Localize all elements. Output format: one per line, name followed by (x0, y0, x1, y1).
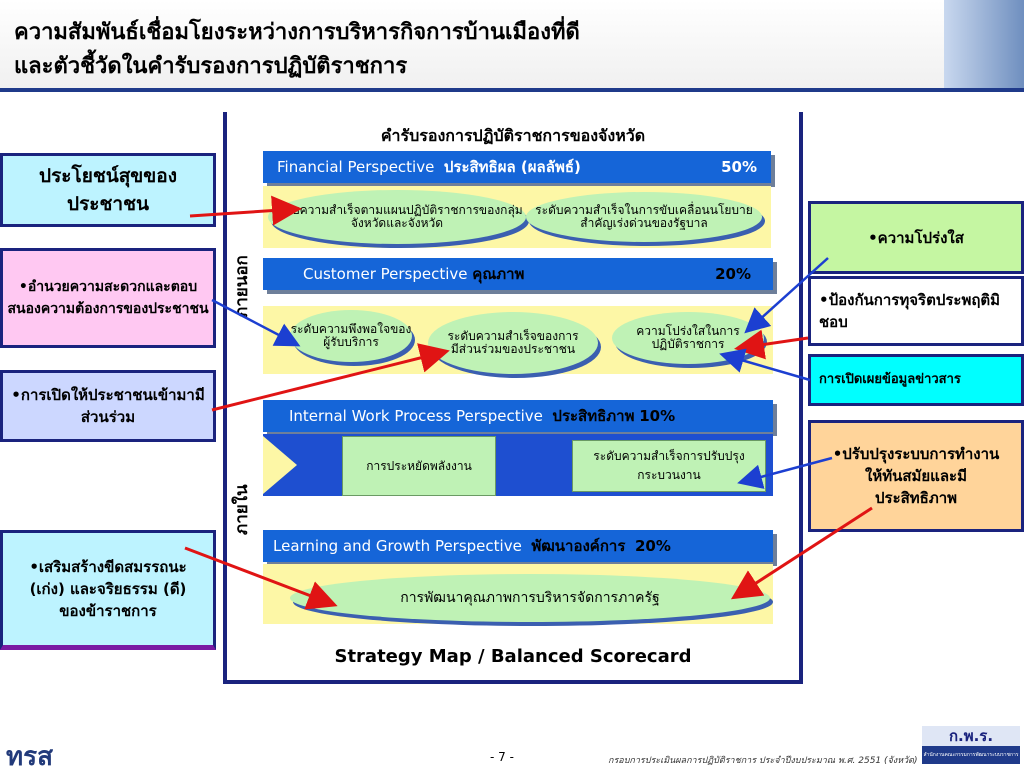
arrow-disclosure-to-cus3 (719, 348, 811, 382)
title-corner-decoration (944, 0, 1024, 88)
node-int1: การประหยัดพลังงาน (342, 436, 496, 496)
arrow-transparency-to-cus3 (744, 257, 829, 334)
customer-perspective-name: Customer Perspective (303, 265, 468, 283)
box-improve: •ปรับปรุงระบบการทำงานให้ทันสมัยและมีประส… (808, 420, 1024, 532)
box-anticorruption: •ป้องกันการทุจริตประพฤติมิชอบ (808, 276, 1024, 346)
internal-perspective-pct: 10% (639, 407, 676, 425)
learning-perspective-bar: Learning and Growth Perspective พัฒนาองค… (263, 530, 773, 562)
gpr-logo-subtext: สำนักงานคณะกรรมการพัฒนาระบบราชการ (923, 752, 1019, 758)
node-fin1: ระดับความสำเร็จตามแผนปฏิบัติราชการของกลุ… (268, 190, 526, 244)
arrow-improve-to-int2 (737, 456, 833, 489)
arrow-benefit-to-fin1 (189, 195, 302, 226)
title-line-1: ความสัมพันธ์เชื่อมโยงระหว่างการบริหารกิจ… (14, 20, 580, 45)
gpr-logo-text: ก.พ.ร. (922, 726, 1020, 746)
financial-perspective-thai: ประสิทธิผล (ผลลัพธ์) (443, 158, 581, 176)
footer-logo: ทรส (6, 742, 53, 772)
box-convenience: •อำนวยความสะดวกและตอบสนองความต้องการของป… (0, 248, 216, 348)
map-heading: คำรับรองการปฏิบัติราชการของจังหวัด (380, 126, 646, 145)
internal-perspective-bar: Internal Work Process Perspective ประสิท… (263, 400, 773, 432)
internal-perspective-name: Internal Work Process Perspective (289, 407, 543, 425)
internal-perspective-thai: ประสิทธิภาพ (552, 407, 635, 425)
learning-perspective-name: Learning and Growth Perspective (273, 537, 522, 555)
node-lrn1: การพัฒนาคุณภาพการบริหารจัดการภาครัฐ (290, 574, 770, 622)
title-bar: ความสัมพันธ์เชื่อมโยงระหว่างการบริหารกิจ… (0, 0, 1024, 88)
financial-perspective-bar: Financial Perspective ประสิทธิผล (ผลลัพธ… (263, 151, 771, 183)
customer-perspective-pct: 20% (715, 265, 751, 283)
box-transparency: •ความโปร่งใส (808, 201, 1024, 274)
customer-perspective-thai: คุณภาพ (472, 265, 525, 283)
box-participation: •การเปิดให้ประชาชนเข้ามามีส่วนร่วม (0, 370, 216, 442)
arrow-improve-to-lrn1 (730, 506, 873, 600)
internal-arrow-shape (263, 436, 297, 494)
box-disclosure: การเปิดเผยข้อมูลข่าวสาร (808, 354, 1024, 406)
node-int2: ระดับความสำเร็จการปรับปรุงกระบวนงาน (572, 440, 766, 492)
node-cus2: ระดับความสำเร็จของการมีส่วนร่วมของประชาช… (428, 312, 598, 374)
arrow-convenience-to-cus1 (211, 298, 301, 347)
learning-perspective-thai: พัฒนาองค์การ (531, 537, 626, 555)
box-benefit: ประโยชน์สุขของประชาชน (0, 153, 216, 227)
arrow-participation-to-cus2 (211, 343, 450, 412)
map-caption: Strategy Map / Balanced Scorecard (334, 646, 692, 667)
box-competency: •เสริมสร้างขีดสมรรถนะ (เก่ง) และจริยธรรม… (0, 530, 216, 650)
gpr-logo: ก.พ.ร. สำนักงานคณะกรรมการพัฒนาระบบราชการ (922, 726, 1020, 764)
node-cus1: ระดับความพึงพอใจของผู้รับบริการ (290, 310, 412, 362)
title-rule (0, 88, 1024, 92)
customer-perspective-bar: Customer Perspective คุณภาพ 20% (263, 258, 773, 290)
page-number: - 7 - (490, 750, 514, 764)
node-fin2: ระดับความสำเร็จในการขับเคลื่อนนโยบายสำคั… (526, 192, 762, 242)
footer-note: กรอบการประเมินผลการปฏิบัติราชการ ประจำปี… (608, 756, 918, 766)
financial-perspective-name: Financial Perspective (277, 158, 435, 176)
title-line-2: และตัวชี้วัดในคำรับรองการปฏิบัติราชการ (14, 54, 408, 79)
financial-perspective-pct: 50% (721, 158, 757, 176)
arrow-anticorruption-to-cus3 (734, 329, 809, 360)
arrow-competency-to-lrn1 (184, 546, 338, 610)
learning-perspective-pct: 20% (634, 537, 671, 555)
